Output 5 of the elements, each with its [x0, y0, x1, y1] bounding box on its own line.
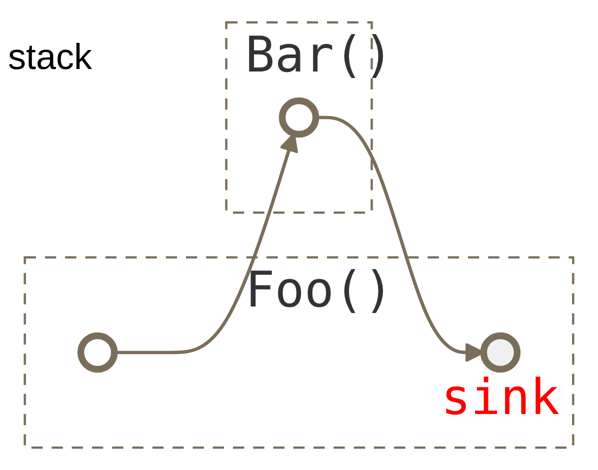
node-circle [278, 97, 320, 138]
node-circle [480, 332, 521, 373]
node-circle [77, 332, 118, 373]
node-caption: sink [441, 368, 560, 426]
label-text: stack [8, 36, 92, 78]
